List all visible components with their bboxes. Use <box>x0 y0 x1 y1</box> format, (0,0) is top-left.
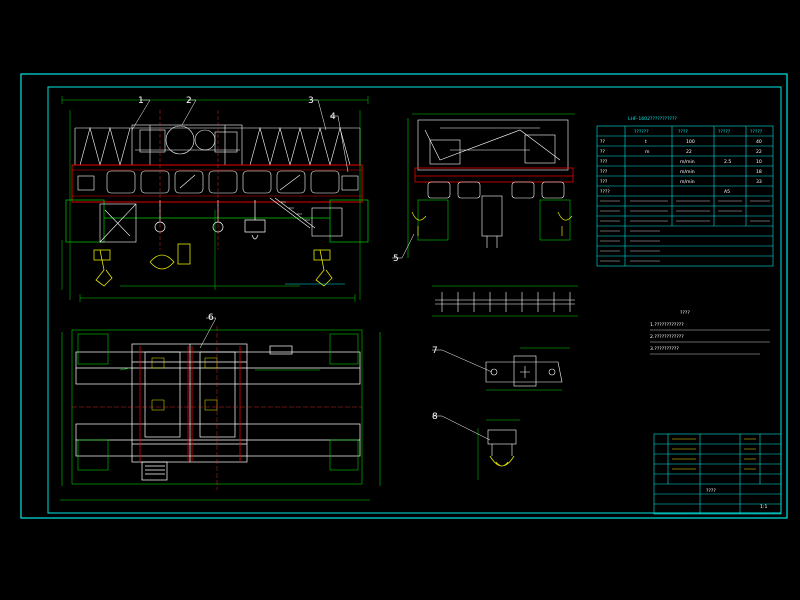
table-cell: ??? <box>600 159 608 165</box>
table-cell: 40 <box>756 139 762 145</box>
table-cell: m/min <box>680 169 695 175</box>
table-cell: ?? <box>600 149 605 155</box>
table-cell: 22 <box>756 149 762 155</box>
notes-line: 3.?????????? <box>650 346 679 352</box>
table-cell: m/min <box>680 159 695 165</box>
notes-line: 1.???????????? <box>650 322 684 328</box>
table-cell: t <box>645 139 647 145</box>
table-cell: 100 <box>686 139 695 145</box>
side-elevation-view: 5 <box>392 113 575 264</box>
drawing-frame <box>20 73 788 519</box>
table-header-cell: ????? <box>718 129 731 135</box>
table-cell: 33 <box>756 179 762 185</box>
table-cell: ??? <box>600 169 608 175</box>
detail-7: 7 <box>432 346 570 391</box>
table-cell: 22 <box>686 149 692 155</box>
callout-1: 1 <box>138 96 144 106</box>
parameter-table: LHF-1602??????????? ?????? ???? ????? ??… <box>596 116 774 267</box>
table-cell: 2.5 <box>724 159 731 165</box>
table-cell: m <box>645 150 650 155</box>
table-header-cell: ????? <box>750 129 763 135</box>
callout-7: 7 <box>432 346 438 356</box>
callout-4: 4 <box>330 112 336 122</box>
plan-view: 6 <box>60 313 381 501</box>
table-cell: 18 <box>756 169 762 175</box>
detail-8: 8 <box>432 412 520 480</box>
notes-title: ???? <box>680 310 690 316</box>
drawing-title: ???? <box>706 488 716 494</box>
table-cell: ?? <box>600 139 605 145</box>
notes-line: 2.???????????? <box>650 334 684 340</box>
drawing-scale: 1:1 <box>760 504 767 510</box>
title-block: ???? 1:1 <box>653 433 782 515</box>
table-header-cell: ???? <box>678 129 688 135</box>
table-cell: A5 <box>724 189 730 195</box>
parameter-table-body: ?? t 100 40 ?? m 22 22 ??? m/min 2.5 10 … <box>600 139 762 195</box>
callout-2: 2 <box>186 96 192 106</box>
table-header-cell: ?????? <box>634 129 649 135</box>
table-row: ??? m/min 2.5 10 <box>600 159 762 165</box>
table-cell: ???? <box>600 189 610 195</box>
table-row: ?? m 22 22 <box>600 149 762 155</box>
callout-8: 8 <box>432 412 438 422</box>
parameter-table-title: LHF-1602??????????? <box>628 116 677 122</box>
table-row: ???? A5 <box>600 189 730 195</box>
table-row: ??? m/min 33 <box>600 179 762 185</box>
technical-notes: ???? 1.???????????? 2.???????????? 3.???… <box>650 310 770 355</box>
table-row: ?? t 100 40 <box>600 139 762 145</box>
table-cell: 10 <box>756 159 762 165</box>
rail-detail <box>432 285 578 317</box>
callout-5: 5 <box>393 254 399 264</box>
callout-3: 3 <box>308 96 314 106</box>
parameter-table-top-row: ?????? ???? ????? ????? <box>634 129 763 135</box>
table-cell: ??? <box>600 179 608 185</box>
front-elevation-view: 1 2 3 4 <box>61 96 369 302</box>
table-row: ??? m/min 18 <box>600 169 762 175</box>
callout-6: 6 <box>208 313 214 323</box>
table-cell: m/min <box>680 179 695 185</box>
